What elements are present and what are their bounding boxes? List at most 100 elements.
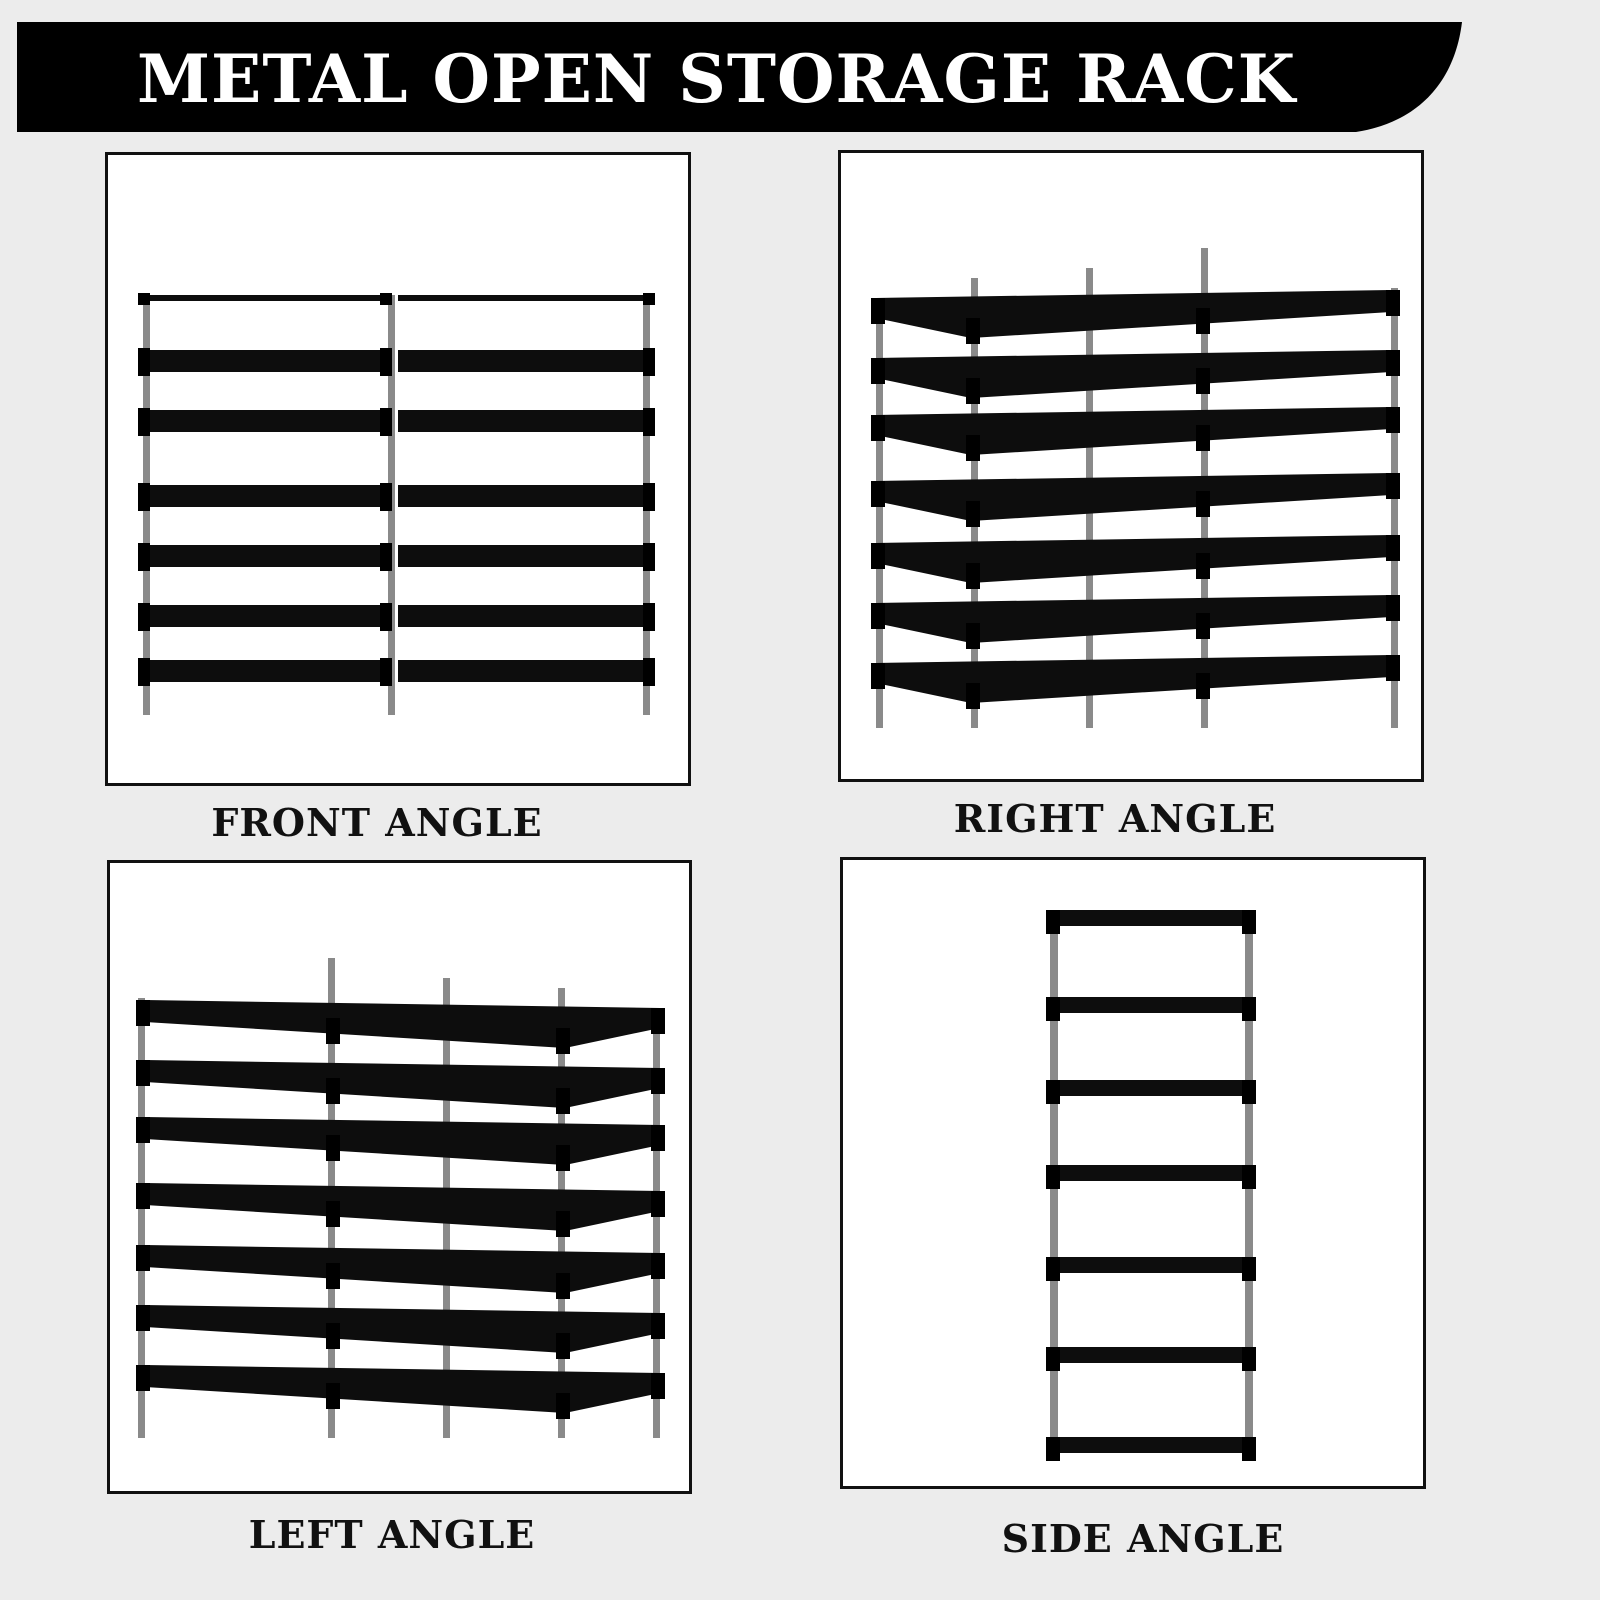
shelf-connector	[326, 1018, 340, 1044]
right-angle-label: RIGHT ANGLE	[953, 796, 1277, 841]
shelf-connector	[556, 1393, 570, 1419]
shelf-connector	[1242, 1257, 1256, 1281]
shelf-connector	[138, 658, 150, 686]
shelf-connector	[651, 1313, 665, 1339]
shelf-connector	[651, 1125, 665, 1151]
shelf-connector	[651, 1191, 665, 1217]
shelf-connector	[1046, 1347, 1060, 1371]
shelf	[398, 410, 648, 432]
shelf	[876, 350, 1391, 398]
shelf-connector	[643, 408, 655, 436]
shelf	[138, 545, 386, 567]
shelf-connector	[138, 543, 150, 571]
shelf-connector	[1196, 553, 1210, 579]
front-angle-view	[105, 152, 691, 786]
shelf	[876, 655, 1391, 703]
shelf	[1048, 1437, 1254, 1453]
shelf	[1048, 1347, 1254, 1363]
shelf	[138, 660, 386, 682]
shelf-connector	[380, 483, 392, 511]
shelf-connector	[651, 1008, 665, 1034]
shelf	[138, 410, 386, 432]
shelf-connector	[136, 1183, 150, 1209]
shelf-connector	[871, 358, 885, 384]
shelf	[138, 485, 386, 507]
shelf-connector	[643, 603, 655, 631]
shelf-connector	[1196, 491, 1210, 517]
shelf-connector	[966, 683, 980, 709]
shelf-connector	[966, 378, 980, 404]
shelf-connector	[1046, 997, 1060, 1021]
shelf	[1048, 1257, 1254, 1273]
shelf-connector	[556, 1088, 570, 1114]
shelf-connector	[1386, 407, 1400, 433]
rack-pole	[138, 998, 145, 1438]
shelf-connector	[966, 318, 980, 344]
shelf-connector	[871, 481, 885, 507]
shelf-connector	[1196, 613, 1210, 639]
shelf-connector	[643, 543, 655, 571]
shelf	[876, 407, 1391, 455]
shelf-connector	[1046, 1080, 1060, 1104]
shelf-connector	[966, 501, 980, 527]
shelf-connector	[136, 1117, 150, 1143]
shelf-connector	[1386, 655, 1400, 681]
shelf	[876, 595, 1391, 643]
side-angle-view	[840, 857, 1426, 1489]
shelf-connector	[138, 293, 150, 305]
shelf-connector	[556, 1211, 570, 1237]
shelf-connector	[138, 348, 150, 376]
shelf-connector	[380, 543, 392, 571]
shelf-connector	[1196, 425, 1210, 451]
shelf-connector	[871, 543, 885, 569]
shelf	[398, 295, 648, 301]
shelf-connector	[643, 348, 655, 376]
shelf-connector	[966, 435, 980, 461]
shelf-connector	[1046, 1437, 1060, 1461]
shelf-connector	[136, 1245, 150, 1271]
shelf-connector	[1386, 535, 1400, 561]
shelf	[1048, 997, 1254, 1013]
shelf	[138, 605, 386, 627]
shelf	[145, 1060, 660, 1108]
shelf	[145, 1183, 660, 1231]
shelf-connector	[326, 1323, 340, 1349]
title-banner	[17, 22, 1462, 132]
shelf-connector	[651, 1068, 665, 1094]
shelf-connector	[1196, 368, 1210, 394]
shelf-connector	[1046, 1165, 1060, 1189]
shelf-connector	[136, 1305, 150, 1331]
shelf-connector	[326, 1135, 340, 1161]
shelf	[1048, 1165, 1254, 1181]
shelf-connector	[643, 293, 655, 305]
shelf-connector	[651, 1373, 665, 1399]
shelf-connector	[556, 1273, 570, 1299]
shelf-connector	[1046, 910, 1060, 934]
shelf-connector	[1386, 290, 1400, 316]
right-angle-view	[838, 150, 1424, 782]
shelf	[145, 1000, 660, 1048]
shelf-connector	[380, 348, 392, 376]
shelf-connector	[1242, 997, 1256, 1021]
shelf-connector	[136, 1365, 150, 1391]
shelf	[398, 350, 648, 372]
shelf-connector	[1242, 1080, 1256, 1104]
shelf-connector	[138, 483, 150, 511]
shelf-connector	[136, 1000, 150, 1026]
left-angle-view	[107, 860, 692, 1494]
shelf-connector	[643, 483, 655, 511]
shelf-connector	[1386, 473, 1400, 499]
page-title: METAL OPEN STORAGE RACK	[137, 40, 1297, 118]
shelf-connector	[326, 1078, 340, 1104]
shelf	[876, 535, 1391, 583]
front-angle-label: FRONT ANGLE	[211, 800, 543, 845]
shelf-connector	[380, 658, 392, 686]
shelf-connector	[380, 293, 392, 305]
shelf	[398, 485, 648, 507]
shelf-connector	[326, 1201, 340, 1227]
shelf-connector	[556, 1145, 570, 1171]
shelf-connector	[556, 1028, 570, 1054]
shelf	[145, 1305, 660, 1353]
side-angle-label: SIDE ANGLE	[1001, 1516, 1285, 1561]
shelf	[138, 295, 386, 301]
